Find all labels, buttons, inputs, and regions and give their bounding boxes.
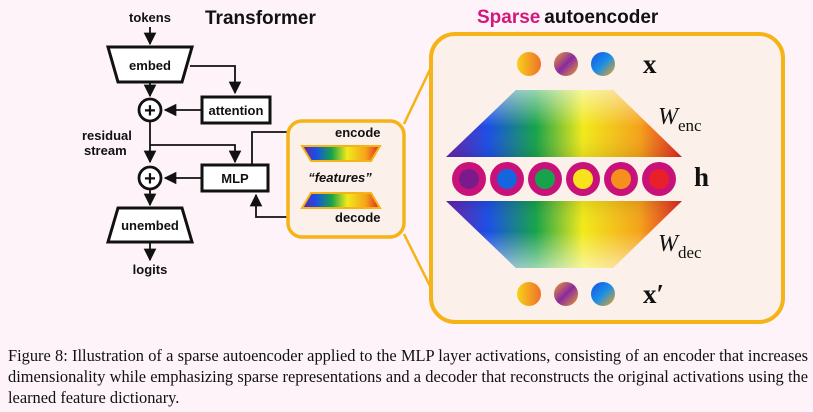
- unembed-label: unembed: [121, 218, 179, 233]
- logits-label: logits: [133, 262, 168, 277]
- decode-label: decode: [335, 210, 381, 225]
- sae-title-rest: autoencoder: [539, 7, 659, 28]
- h-dot: [611, 169, 631, 189]
- h-dot: [649, 169, 669, 189]
- h-dot: [573, 169, 593, 189]
- add-node-2-symbol: +: [144, 168, 156, 190]
- residual-branch-to-mlp: [150, 144, 242, 164]
- stream-label: stream: [84, 143, 127, 158]
- x-dot-3: [591, 52, 615, 76]
- unembed-block: [105, 206, 195, 244]
- encode-label: encode: [335, 125, 381, 140]
- h-dot: [535, 169, 555, 189]
- h-dot: [497, 169, 517, 189]
- x-dot-2: [554, 52, 578, 76]
- figure-diagram: Transformer tokens embed + attention res…: [82, 7, 785, 324]
- mini-decoder: [300, 192, 382, 209]
- decoder-shading: [446, 201, 682, 268]
- attention-label: attention: [209, 103, 264, 118]
- x-label: x: [643, 49, 657, 79]
- w-enc-label: Wenc: [658, 104, 702, 135]
- x-prime-label: x′: [643, 279, 664, 309]
- embed-label: embed: [129, 58, 171, 73]
- mini-encoder: [300, 145, 382, 162]
- x-prime-dot-1: [517, 282, 541, 306]
- h-dots: [452, 162, 676, 196]
- encoder-shading: [446, 90, 682, 157]
- attention-block: [200, 95, 272, 125]
- embed-block: [106, 45, 194, 84]
- tokens-label: tokens: [129, 10, 171, 25]
- sae-title-sparse: Sparse: [477, 7, 540, 28]
- figure-caption: Figure 8: Illustration of a sparse autoe…: [8, 346, 808, 407]
- x-prime-dot-3: [591, 282, 615, 306]
- x-prime-dot-2: [554, 282, 578, 306]
- residual-label: residual: [82, 128, 132, 143]
- transformer-title: Transformer: [205, 8, 316, 29]
- add-node-1-symbol: +: [144, 100, 156, 122]
- features-label: “features”: [308, 170, 372, 185]
- residual-branch-to-attention: [190, 65, 242, 95]
- x-dot-1: [517, 52, 541, 76]
- h-label: h: [694, 162, 709, 192]
- mlp-label: MLP: [221, 171, 249, 186]
- h-dot: [459, 169, 479, 189]
- w-dec-label: Wdec: [658, 231, 702, 262]
